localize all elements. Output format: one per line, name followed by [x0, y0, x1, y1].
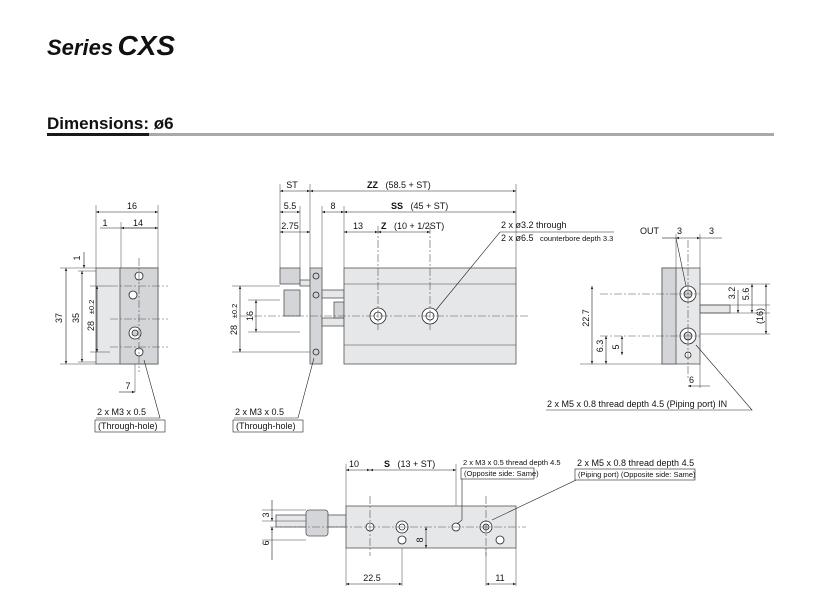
dim-22-7: 22.7 — [581, 309, 591, 327]
bdim-s-bold: S — [384, 459, 390, 469]
bnote-a1: 2 x M3 x 0.5 thread depth 4.5 — [463, 458, 561, 467]
dim-ss-bold: SS — [391, 201, 403, 211]
bdim-11: 11 — [495, 573, 504, 583]
note-thru2-b: counterbore depth 3.3 — [540, 234, 613, 243]
dim-z-bold: Z — [381, 221, 387, 231]
bdim-8: 8 — [415, 537, 425, 542]
note-thru2-a: 2 x ø6.5 — [501, 233, 534, 243]
plate-hole-2 — [312, 291, 320, 299]
dim-28: 28 — [229, 325, 239, 335]
note-thru1: 2 x ø3.2 through — [501, 220, 567, 230]
bdim-6: 6 — [261, 540, 271, 545]
dim-ss-rest: (45 + ST) — [410, 201, 448, 211]
bushing — [333, 301, 345, 319]
left-dim-1: 1 — [102, 218, 107, 228]
bottom-knob — [305, 509, 329, 537]
right-note: 2 x M5 x 0.8 thread depth 4.5 (Piping po… — [547, 399, 727, 409]
dim-2-75: 2.75 — [281, 221, 299, 231]
bottom-view: 10 S (13 + ST) 2 x M3 x 0.5 thread depth… — [261, 454, 696, 586]
dim-28-tol: ±0.2 — [230, 304, 239, 319]
right-side — [661, 267, 677, 365]
bnote-a2: (Opposite side: Same) — [464, 469, 539, 478]
bdim-s-label: S (13 + ST) — [384, 454, 435, 471]
left-note-box — [94, 419, 166, 433]
section-rule-dark — [47, 133, 149, 136]
left-note-line2: (Through-hole) — [98, 421, 158, 431]
dim-16p: (16) — [755, 308, 765, 324]
dim-3-2: 3.2 — [727, 287, 737, 300]
dim-zz-bold: ZZ — [367, 180, 378, 190]
bdim-10: 10 — [349, 459, 359, 469]
rod-end-upper — [279, 267, 301, 285]
left-dim-14: 14 — [133, 218, 143, 228]
dim-6: 6 — [689, 375, 694, 385]
out-leader-2 — [675, 237, 687, 287]
series-title: Series CXS — [47, 30, 175, 62]
dim-3b: 3 — [709, 226, 714, 236]
left-note-line1: 2 x M3 x 0.5 — [97, 407, 146, 417]
dim-zz-label: ZZ (58.5 + ST) — [367, 175, 431, 192]
left-dim-7: 7 — [125, 381, 130, 391]
label-out: OUT — [640, 226, 660, 236]
series-name: CXS — [117, 30, 176, 61]
left-dim-37: 37 — [54, 313, 64, 323]
left-leader — [96, 359, 161, 419]
dim-6-3: 6.3 — [595, 340, 605, 353]
left-dim-28-tol: ±0.2 — [87, 300, 96, 315]
guide-rod-upper — [321, 289, 345, 299]
center-note-line1: 2 x M3 x 0.5 — [235, 407, 284, 417]
bnote-b-box — [574, 468, 696, 481]
left-dim-28: 28 — [86, 321, 96, 331]
plate-hole-3 — [312, 348, 320, 356]
section-title: Dimensions: ø6 — [47, 114, 174, 133]
dim-13: 13 — [353, 221, 363, 231]
dim-16: 16 — [245, 311, 255, 321]
dim-st: ST — [286, 180, 298, 190]
section-rule-gray — [149, 133, 774, 136]
right-rod — [699, 304, 731, 314]
dim-8: 8 — [330, 201, 335, 211]
center-leader — [234, 357, 315, 419]
left-view: 16 1 14 1 37 35 28 ±0.2 7 2 x M3 x 0.5 (… — [54, 201, 168, 433]
dim-3a: 3 — [677, 226, 682, 236]
center-view: ST ZZ (58.5 + ST) 5.5 8 SS (45 + ST) 2.7… — [229, 175, 614, 433]
bnote-b2: (Piping port) (Opposite side: Same) — [578, 470, 696, 479]
dim-5-5: 5.5 — [284, 201, 297, 211]
bnote-a-box — [460, 467, 535, 480]
dim-z-rest: (10 + 1/2ST) — [394, 221, 444, 231]
center-note-line2: (Through-hole) — [236, 421, 296, 431]
right-view: OUT 3 3 3.2 5.6 (16) 22.7 6.3 5 6 2 x M5… — [546, 226, 770, 411]
right-leader — [546, 344, 753, 411]
dim-ss-label: SS (45 + ST) — [391, 196, 448, 213]
bdim-22-5: 22.5 — [363, 573, 381, 583]
center-note-box — [232, 419, 304, 433]
guide-rod-lower — [321, 317, 345, 327]
bdim-3: 3 — [261, 512, 271, 517]
dim-5: 5 — [611, 344, 621, 349]
left-dim-35: 35 — [71, 313, 81, 323]
dim-5-6: 5.6 — [741, 288, 751, 301]
bottom-hole-5 — [495, 535, 505, 545]
plate-hole-1 — [312, 272, 320, 280]
left-dim-1v: 1 — [72, 255, 82, 260]
thru-leader — [435, 231, 614, 311]
rod-end-lower — [283, 289, 301, 317]
dim-z-label: Z (10 + 1/2ST) — [381, 216, 444, 233]
series-prefix: Series — [47, 35, 114, 60]
left-dim-16: 16 — [127, 201, 137, 211]
callout-a-leader — [456, 470, 463, 525]
note-thru2: 2 x ø6.5 counterbore depth 3.3 — [501, 228, 613, 245]
left-hole-large-inner — [131, 329, 139, 337]
bnote-b1: 2 x M5 x 0.8 thread depth 4.5 — [577, 458, 694, 468]
bottom-rod-2 — [327, 514, 347, 528]
bdim-s-rest: (13 + ST) — [397, 459, 435, 469]
bottom-hole-3 — [397, 535, 407, 545]
dim-zz-rest: (58.5 + ST) — [385, 180, 430, 190]
left-hole-mid — [128, 290, 138, 300]
